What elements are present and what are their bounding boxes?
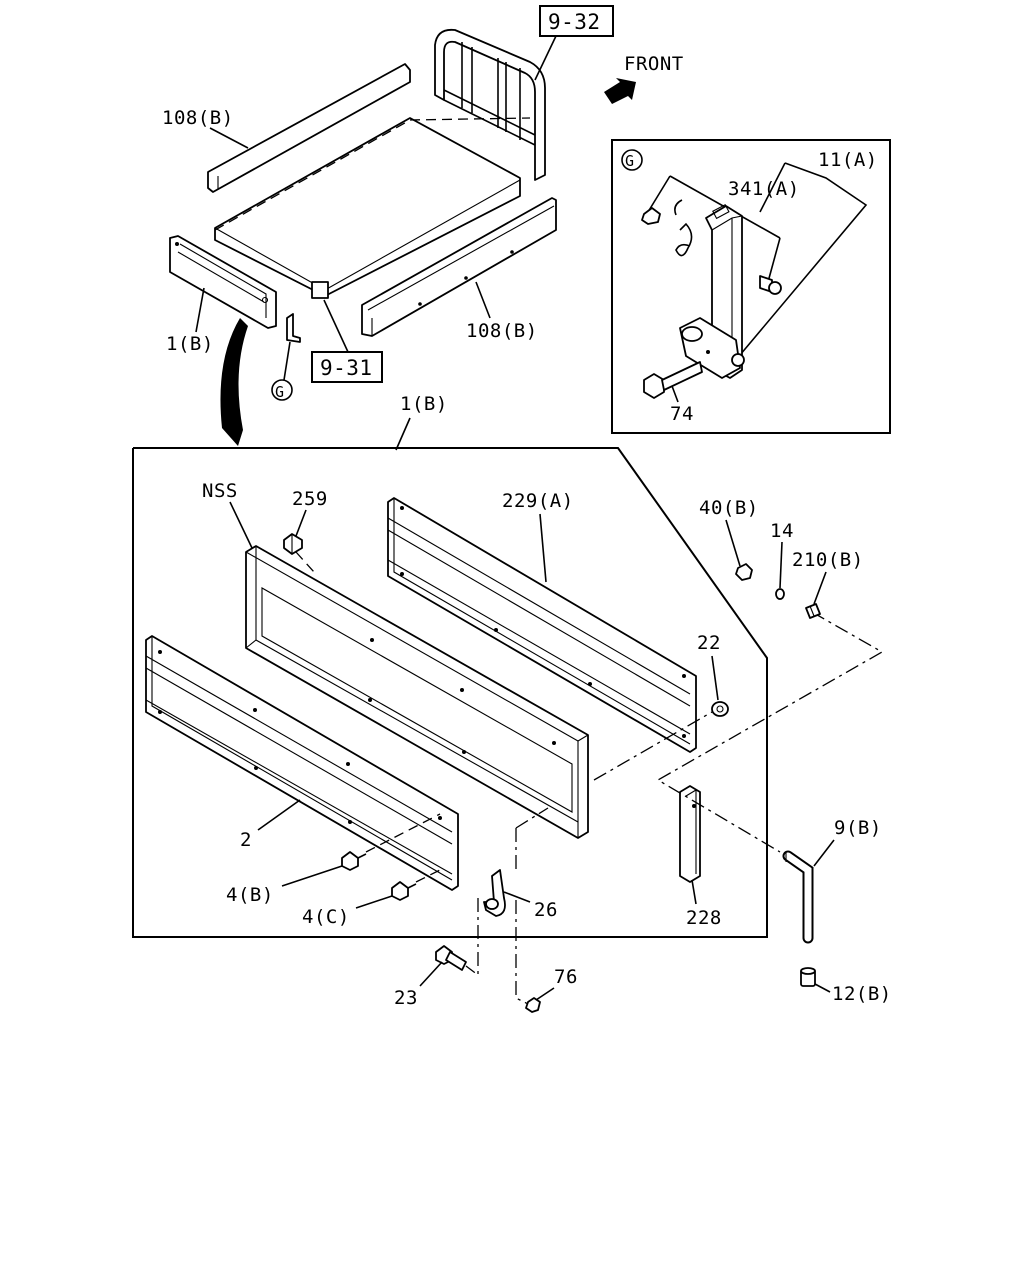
front-arrow-icon: [604, 78, 636, 104]
label-11a: 11(A): [818, 149, 878, 171]
headboard: [434, 28, 546, 181]
label-14: 14: [770, 520, 794, 542]
svg-text:9-31: 9-31: [320, 356, 373, 380]
detail-g-panel: G 11(A) 341(A) 74: [611, 139, 891, 434]
bolt-4c: [391, 881, 417, 901]
nut-76: [525, 997, 541, 1013]
label-229a: 229(A): [502, 490, 574, 512]
bolt-23: [435, 945, 467, 971]
label-40b: 40(B): [699, 497, 759, 519]
label-259: 259: [292, 488, 328, 510]
reference-9-31[interactable]: 9-31: [311, 351, 383, 383]
truck-body-assembly: [169, 28, 557, 446]
label-nss: NSS: [202, 480, 238, 502]
cap-12b: [800, 967, 816, 987]
latch-hook: [286, 313, 301, 343]
label-9b: 9(B): [834, 817, 882, 839]
svg-text:G: G: [275, 383, 285, 401]
label-108b-right: 108(B): [466, 320, 538, 342]
bolt-259: [283, 533, 303, 555]
label-26: 26: [534, 899, 558, 921]
post-228: [679, 785, 701, 883]
exploded-view-frame: [132, 447, 768, 938]
svg-text:FRONT: FRONT: [624, 53, 684, 75]
label-341a: 341(A): [728, 178, 800, 200]
label-4b: 4(B): [226, 884, 274, 906]
label-23: 23: [394, 987, 418, 1009]
bolt-210b: [805, 603, 821, 619]
bolt-4b: [341, 851, 367, 871]
label-1b-frame: 1(B): [400, 393, 448, 415]
bracket-26: [483, 869, 506, 917]
label-4c: 4(C): [302, 906, 350, 928]
panel-2: [145, 635, 459, 891]
tail-gate-small: [169, 235, 277, 329]
front-indicator: FRONT: [604, 53, 684, 104]
side-gate-upper: [207, 63, 411, 193]
panel-229a: [387, 497, 697, 753]
label-210b: 210(B): [792, 549, 864, 571]
svg-text:G: G: [625, 152, 635, 170]
nut-40b: [735, 563, 753, 581]
label-76: 76: [554, 966, 578, 988]
svg-text:9-32: 9-32: [548, 10, 601, 34]
detail-arrow: [220, 318, 248, 446]
handle-9b: [782, 850, 814, 944]
spacer-22: [711, 701, 729, 717]
label-1b-small: 1(B): [166, 333, 214, 355]
label-228: 228: [686, 907, 722, 929]
label-12b: 12(B): [832, 983, 892, 1005]
side-gate-lower: [361, 197, 557, 337]
label-22: 22: [697, 632, 721, 654]
detail-g-marker-left: G: [271, 341, 293, 401]
reference-9-32[interactable]: 9-32: [539, 5, 614, 37]
nss-frame-part: [245, 545, 589, 839]
label-108b-top: 108(B): [162, 107, 234, 129]
label-74: 74: [670, 403, 694, 425]
label-2: 2: [240, 829, 252, 851]
washer-14: [775, 588, 785, 600]
